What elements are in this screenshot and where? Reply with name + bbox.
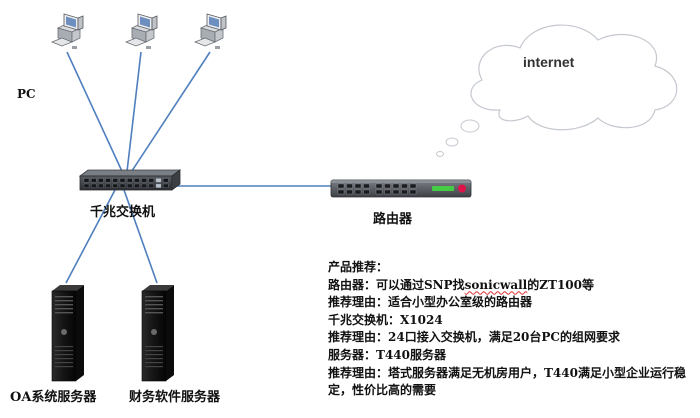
switch-port: [112, 183, 118, 188]
switch-port: [91, 178, 97, 183]
router-label: 路由器: [373, 212, 413, 227]
link-pc-2: [125, 51, 142, 181]
info-server-reason: 推荐理由：塔式服务器满足无机房用户，T440满足小型企业运行稳定，性价比高的需要: [328, 365, 686, 398]
switch-port: [163, 183, 169, 188]
pc-2-icon: [124, 13, 158, 49]
switch-port: [134, 183, 140, 188]
switch-port: [83, 183, 90, 188]
info-router-suffix: 的ZT100等: [527, 277, 594, 292]
router-port: [363, 189, 370, 195]
server-oa-icon: [51, 285, 84, 382]
link-pc-1: [66, 51, 127, 181]
router-port: [384, 183, 391, 189]
switch-port: [155, 183, 162, 188]
router-port: [354, 183, 362, 189]
router-port: [337, 183, 345, 189]
server-finance-label: 财务软件服务器: [129, 390, 221, 405]
pc-3-icon: [193, 13, 227, 49]
router-port: [401, 189, 408, 195]
router-port: [375, 189, 383, 195]
switch-port: [119, 178, 126, 183]
cloud-icon: [436, 24, 678, 157]
router-status-bar: [432, 186, 454, 191]
switch-port: [105, 183, 111, 188]
router-port: [384, 189, 391, 195]
switch-port: [119, 183, 126, 188]
switch-port: [105, 178, 111, 183]
connection-links: [65, 51, 338, 284]
router-port: [337, 189, 345, 195]
switch-port: [141, 178, 147, 183]
switch-port: [148, 183, 154, 188]
link-server-finance: [123, 189, 158, 284]
router-port: [375, 183, 383, 189]
switch-port: [127, 178, 133, 183]
switch-icon: [78, 169, 182, 191]
switch-port: [155, 178, 162, 183]
router-port: [409, 183, 417, 189]
info-router-reason: 推荐理由：适合小型办公室级的路由器: [328, 295, 533, 310]
switch-port: [148, 178, 154, 183]
pc-1-icon: [50, 13, 84, 49]
info-router-line: 路由器：可以通过SNP找sonicwall的ZT100等: [328, 277, 696, 295]
cloud-label: internet: [523, 54, 575, 70]
router-port: [346, 189, 353, 195]
info-heading: 产品推荐：: [328, 260, 389, 274]
server-finance-icon: [141, 285, 174, 382]
switch-port: [141, 183, 147, 188]
router-port: [354, 189, 362, 195]
router-port: [401, 183, 408, 189]
switch-port: [112, 178, 118, 183]
router-port: [363, 183, 370, 189]
switch-port: [98, 183, 104, 188]
pc-group-label: PC: [17, 87, 36, 101]
switch-port: [98, 178, 104, 183]
info-router-brand: sonicwall: [464, 277, 528, 292]
switch-port: [127, 183, 133, 188]
switch-port: [91, 183, 97, 188]
server-oa-label: OA系统服务器: [10, 390, 97, 405]
link-server-oa: [65, 189, 116, 284]
product-recommendation: 产品推荐： 路由器：可以通过SNP找sonicwall的ZT100等 推荐理由：…: [328, 259, 696, 400]
switch-port: [83, 178, 90, 183]
router-port: [392, 189, 400, 195]
router-port: [346, 183, 353, 189]
info-server-line: 服务器：T440服务器: [328, 347, 446, 362]
switch-port: [163, 178, 169, 183]
router-icon: [330, 179, 472, 198]
link-pc-3: [125, 51, 211, 181]
router-power-led: [458, 184, 466, 193]
info-router-prefix: 路由器：可以通过SNP找: [328, 277, 465, 292]
switch-label: 千兆交换机: [90, 205, 156, 220]
info-switch-reason: 推荐理由：24口接入交换机，满足20台PC的组网要求: [328, 330, 620, 345]
info-switch-line: 千兆交换机：X1024: [328, 312, 443, 327]
router-port: [409, 189, 417, 195]
switch-port: [134, 178, 140, 183]
router-port: [392, 183, 400, 189]
